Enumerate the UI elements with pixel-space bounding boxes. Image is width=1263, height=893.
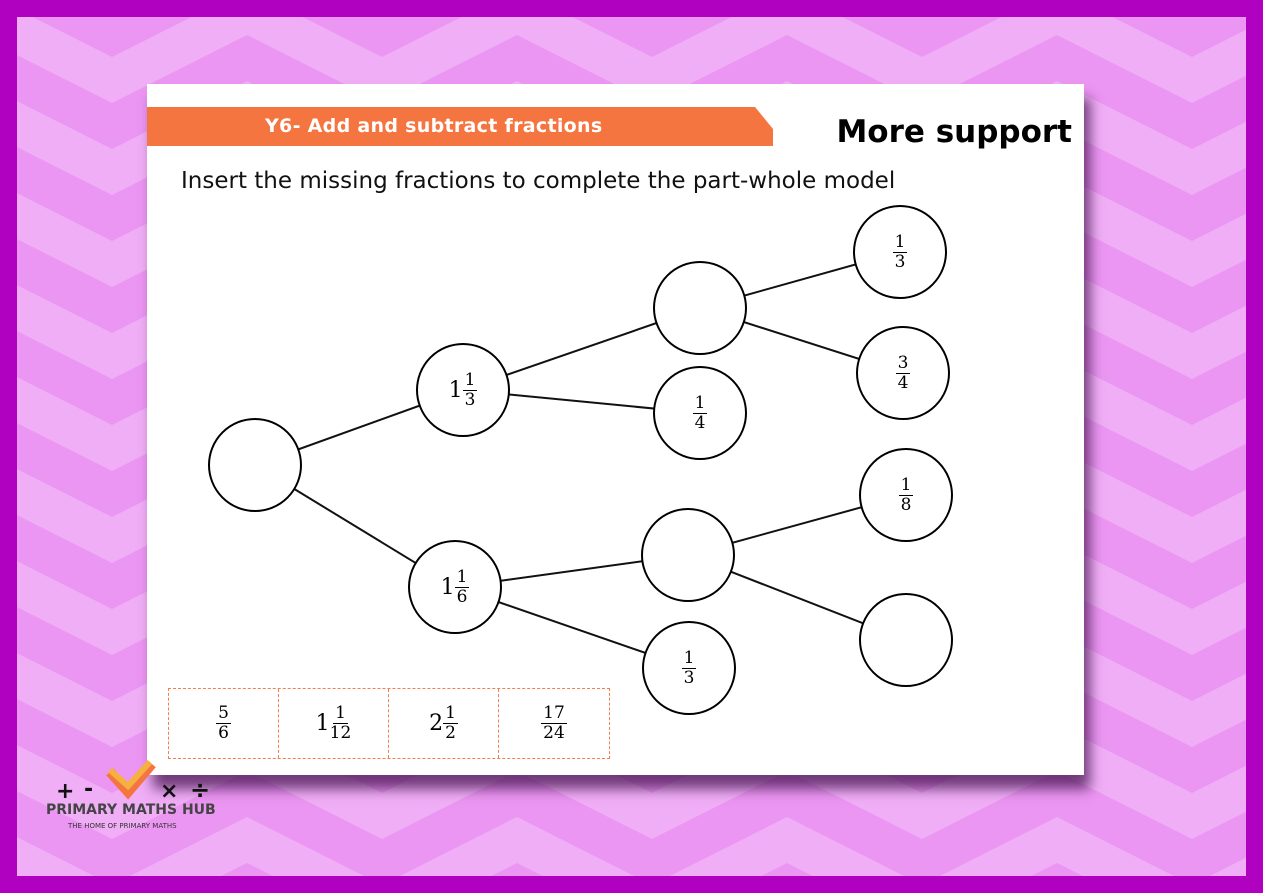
whole-number: 1 — [448, 377, 463, 403]
logo-tagline: THE HOME OF PRIMARY MATHS — [68, 822, 177, 830]
svg-text:÷: ÷ — [190, 776, 210, 802]
part-whole-lines — [254, 251, 907, 669]
chevron-stripe — [787, 725, 1057, 839]
whole-number: 1 — [440, 574, 455, 600]
logo-title: PRIMARY MATHS HUB — [46, 802, 216, 818]
chevron-stripe — [17, 17, 247, 103]
chevron-stripe — [247, 17, 517, 103]
chevron-stripe — [17, 817, 247, 876]
chevron-stripe — [1057, 725, 1246, 839]
chevron-stripe — [17, 449, 247, 563]
chevron-stripe — [1057, 449, 1246, 563]
chevron-stripe — [17, 81, 247, 195]
chevron-stripe — [1057, 357, 1246, 471]
chevron-stripe — [17, 265, 247, 379]
svg-text:×: × — [160, 779, 178, 802]
empty-circle-node[interactable] — [653, 261, 747, 355]
empty-circle-node[interactable] — [859, 593, 953, 687]
empty-circle-node[interactable] — [641, 508, 735, 602]
empty-circle-node[interactable] — [208, 418, 302, 512]
svg-text:-: - — [84, 777, 93, 802]
chevron-stripe — [17, 725, 247, 839]
chevron-stripe — [1057, 81, 1246, 195]
chevron-stripe — [17, 633, 247, 747]
chevron-stripe — [1057, 817, 1246, 876]
whole-number: 1 — [315, 711, 330, 736]
level-label: More support — [836, 114, 1072, 150]
chevron-stripe — [247, 725, 517, 839]
chevron-stripe — [1057, 541, 1246, 655]
worksheet-card: Y6- Add and subtract fractions More supp… — [147, 84, 1084, 775]
chevron-stripe — [517, 17, 787, 103]
chevron-stripe — [17, 357, 247, 471]
whole-number: 2 — [429, 711, 444, 736]
chevron-stripe — [517, 817, 787, 876]
banner-title: Y6- Add and subtract fractions — [265, 115, 603, 137]
chevron-stripe — [787, 817, 1057, 876]
title-banner: Y6- Add and subtract fractions — [147, 107, 773, 146]
chevron-stripe — [1057, 633, 1246, 747]
chevron-stripe — [517, 725, 787, 839]
svg-text:+: + — [56, 779, 74, 802]
chevron-stripe — [17, 173, 247, 287]
chevron-stripe — [247, 817, 517, 876]
chevron-stripe — [1057, 265, 1246, 379]
chevron-stripe — [1057, 173, 1246, 287]
chevron-stripe — [17, 541, 247, 655]
primary-maths-hub-logo: + - × ÷ PRIMARY MATHS HUB THE HOME OF PR… — [44, 759, 224, 835]
chevron-stripe — [787, 17, 1057, 103]
instruction-text: Insert the missing fractions to complete… — [181, 168, 896, 194]
chevron-stripe — [1057, 17, 1246, 103]
